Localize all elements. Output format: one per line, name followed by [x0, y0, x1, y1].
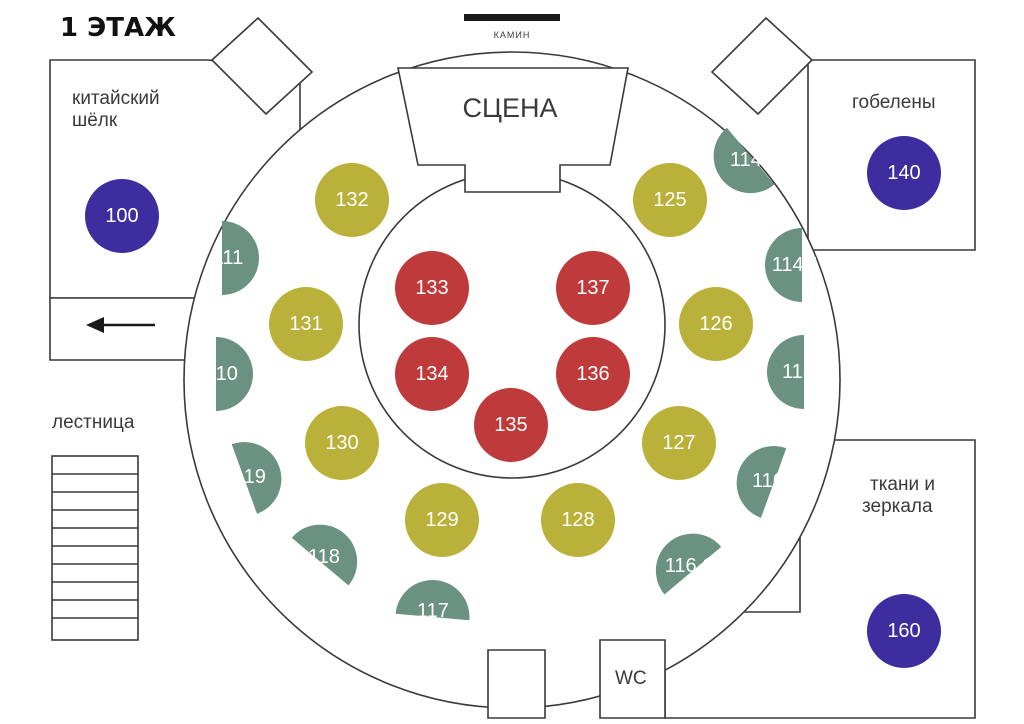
half-table-shape	[222, 221, 259, 295]
red-table-shape	[556, 251, 630, 325]
table-number: 132	[335, 189, 368, 211]
connector-upper-left	[210, 16, 314, 116]
olive-table-shape	[541, 483, 615, 557]
table-100[interactable]: 100	[85, 179, 159, 253]
room-label-tapestries: гобелены	[852, 92, 936, 113]
half-table-shape	[767, 335, 804, 409]
room-label-chinese-silk-1: китайский	[72, 88, 160, 109]
olive-table-shape	[633, 163, 707, 237]
table-number: 114	[730, 149, 762, 171]
table-number: 135	[494, 414, 527, 436]
bottom-passage	[487, 649, 546, 719]
half-table-shape	[655, 533, 722, 595]
fireplace-label: КАМИН	[494, 30, 531, 40]
half-table-shape	[291, 524, 358, 586]
room-label-fabrics-2: зеркала	[862, 496, 933, 517]
table-137[interactable]: 137	[556, 251, 630, 325]
table-number: 118	[308, 546, 340, 568]
table-number: 140	[887, 162, 920, 184]
table-number: 127	[662, 432, 695, 454]
red-table-shape	[556, 337, 630, 411]
table-132[interactable]: 132	[315, 163, 389, 237]
table-134[interactable]: 134	[395, 337, 469, 411]
purple-table-shape	[85, 179, 159, 253]
table-number: 129	[425, 509, 458, 531]
stage	[397, 67, 629, 193]
red-table-shape	[474, 388, 548, 462]
room-label-fabrics-1: ткани и	[870, 474, 935, 495]
table-110[interactable]: 110	[206, 337, 253, 411]
table-130[interactable]: 130	[305, 406, 379, 480]
table-number: 119	[234, 466, 266, 488]
table-127[interactable]: 127	[642, 406, 716, 480]
half-table-shape	[395, 579, 470, 621]
arrow-left-icon	[86, 317, 155, 333]
table-number: 116.1	[665, 555, 714, 577]
table-number: 100	[105, 205, 138, 227]
table-number: 160	[887, 620, 920, 642]
table-number: 125	[653, 189, 686, 211]
olive-table-shape	[305, 406, 379, 480]
table-number: 136	[576, 363, 609, 385]
table-116[interactable]: 116	[736, 446, 787, 518]
table-116-1[interactable]: 116.1	[655, 533, 722, 595]
half-table-shape	[216, 337, 253, 411]
table-140[interactable]: 140	[867, 136, 941, 210]
half-table-shape	[713, 127, 775, 194]
table-114[interactable]: 114	[713, 127, 775, 194]
table-131[interactable]: 131	[269, 287, 343, 361]
table-number: 117	[417, 600, 449, 622]
table-119[interactable]: 119	[231, 442, 282, 514]
stairs-label: лестница	[52, 412, 135, 433]
stage-label: СЦЕНА	[463, 93, 558, 123]
connector-upper-right	[710, 16, 814, 116]
staircase	[51, 455, 139, 641]
table-number: 114.1	[772, 254, 821, 276]
half-table-shape	[231, 442, 282, 514]
fireplace-bar	[464, 14, 560, 21]
room-label-chinese-silk-2: шёлк	[72, 110, 118, 131]
table-number: 116	[752, 470, 784, 492]
table-number: 137	[576, 277, 609, 299]
table-number: 111	[213, 247, 243, 269]
table-136[interactable]: 136	[556, 337, 630, 411]
wc-label: WC	[615, 668, 647, 689]
table-126[interactable]: 126	[679, 287, 753, 361]
floor-title: 1 ЭТАЖ	[60, 13, 176, 43]
table-133[interactable]: 133	[395, 251, 469, 325]
red-table-shape	[395, 337, 469, 411]
olive-table-shape	[679, 287, 753, 361]
olive-table-shape	[269, 287, 343, 361]
olive-table-shape	[315, 163, 389, 237]
table-number: 134	[415, 363, 448, 385]
table-114-1[interactable]: 114.1	[765, 228, 820, 302]
tables-layer: 133 137 134 136 135 132 125 131 126 130 127 129 128 1…	[85, 127, 941, 668]
table-125[interactable]: 125	[633, 163, 707, 237]
table-129[interactable]: 129	[405, 483, 479, 557]
half-table-shape	[765, 228, 802, 302]
table-number: 115	[782, 361, 814, 383]
table-115[interactable]: 115	[767, 335, 814, 409]
table-number: 126	[699, 313, 732, 335]
table-number: 131	[289, 313, 322, 335]
table-128[interactable]: 128	[541, 483, 615, 557]
table-118[interactable]: 118	[291, 524, 358, 586]
table-117[interactable]: 117	[395, 579, 470, 622]
half-table-shape	[736, 446, 787, 518]
wc-block	[599, 639, 666, 719]
table-number: 133	[415, 277, 448, 299]
olive-table-shape	[642, 406, 716, 480]
table-160[interactable]: 160	[867, 594, 941, 668]
purple-table-shape	[867, 136, 941, 210]
table-number: 130	[325, 432, 358, 454]
table-number: 128	[561, 509, 594, 531]
olive-table-shape	[405, 483, 479, 557]
red-table-shape	[395, 251, 469, 325]
table-111[interactable]: 111	[213, 221, 259, 295]
table-number: 110	[206, 363, 238, 385]
purple-table-shape	[867, 594, 941, 668]
table-135[interactable]: 135	[474, 388, 548, 462]
